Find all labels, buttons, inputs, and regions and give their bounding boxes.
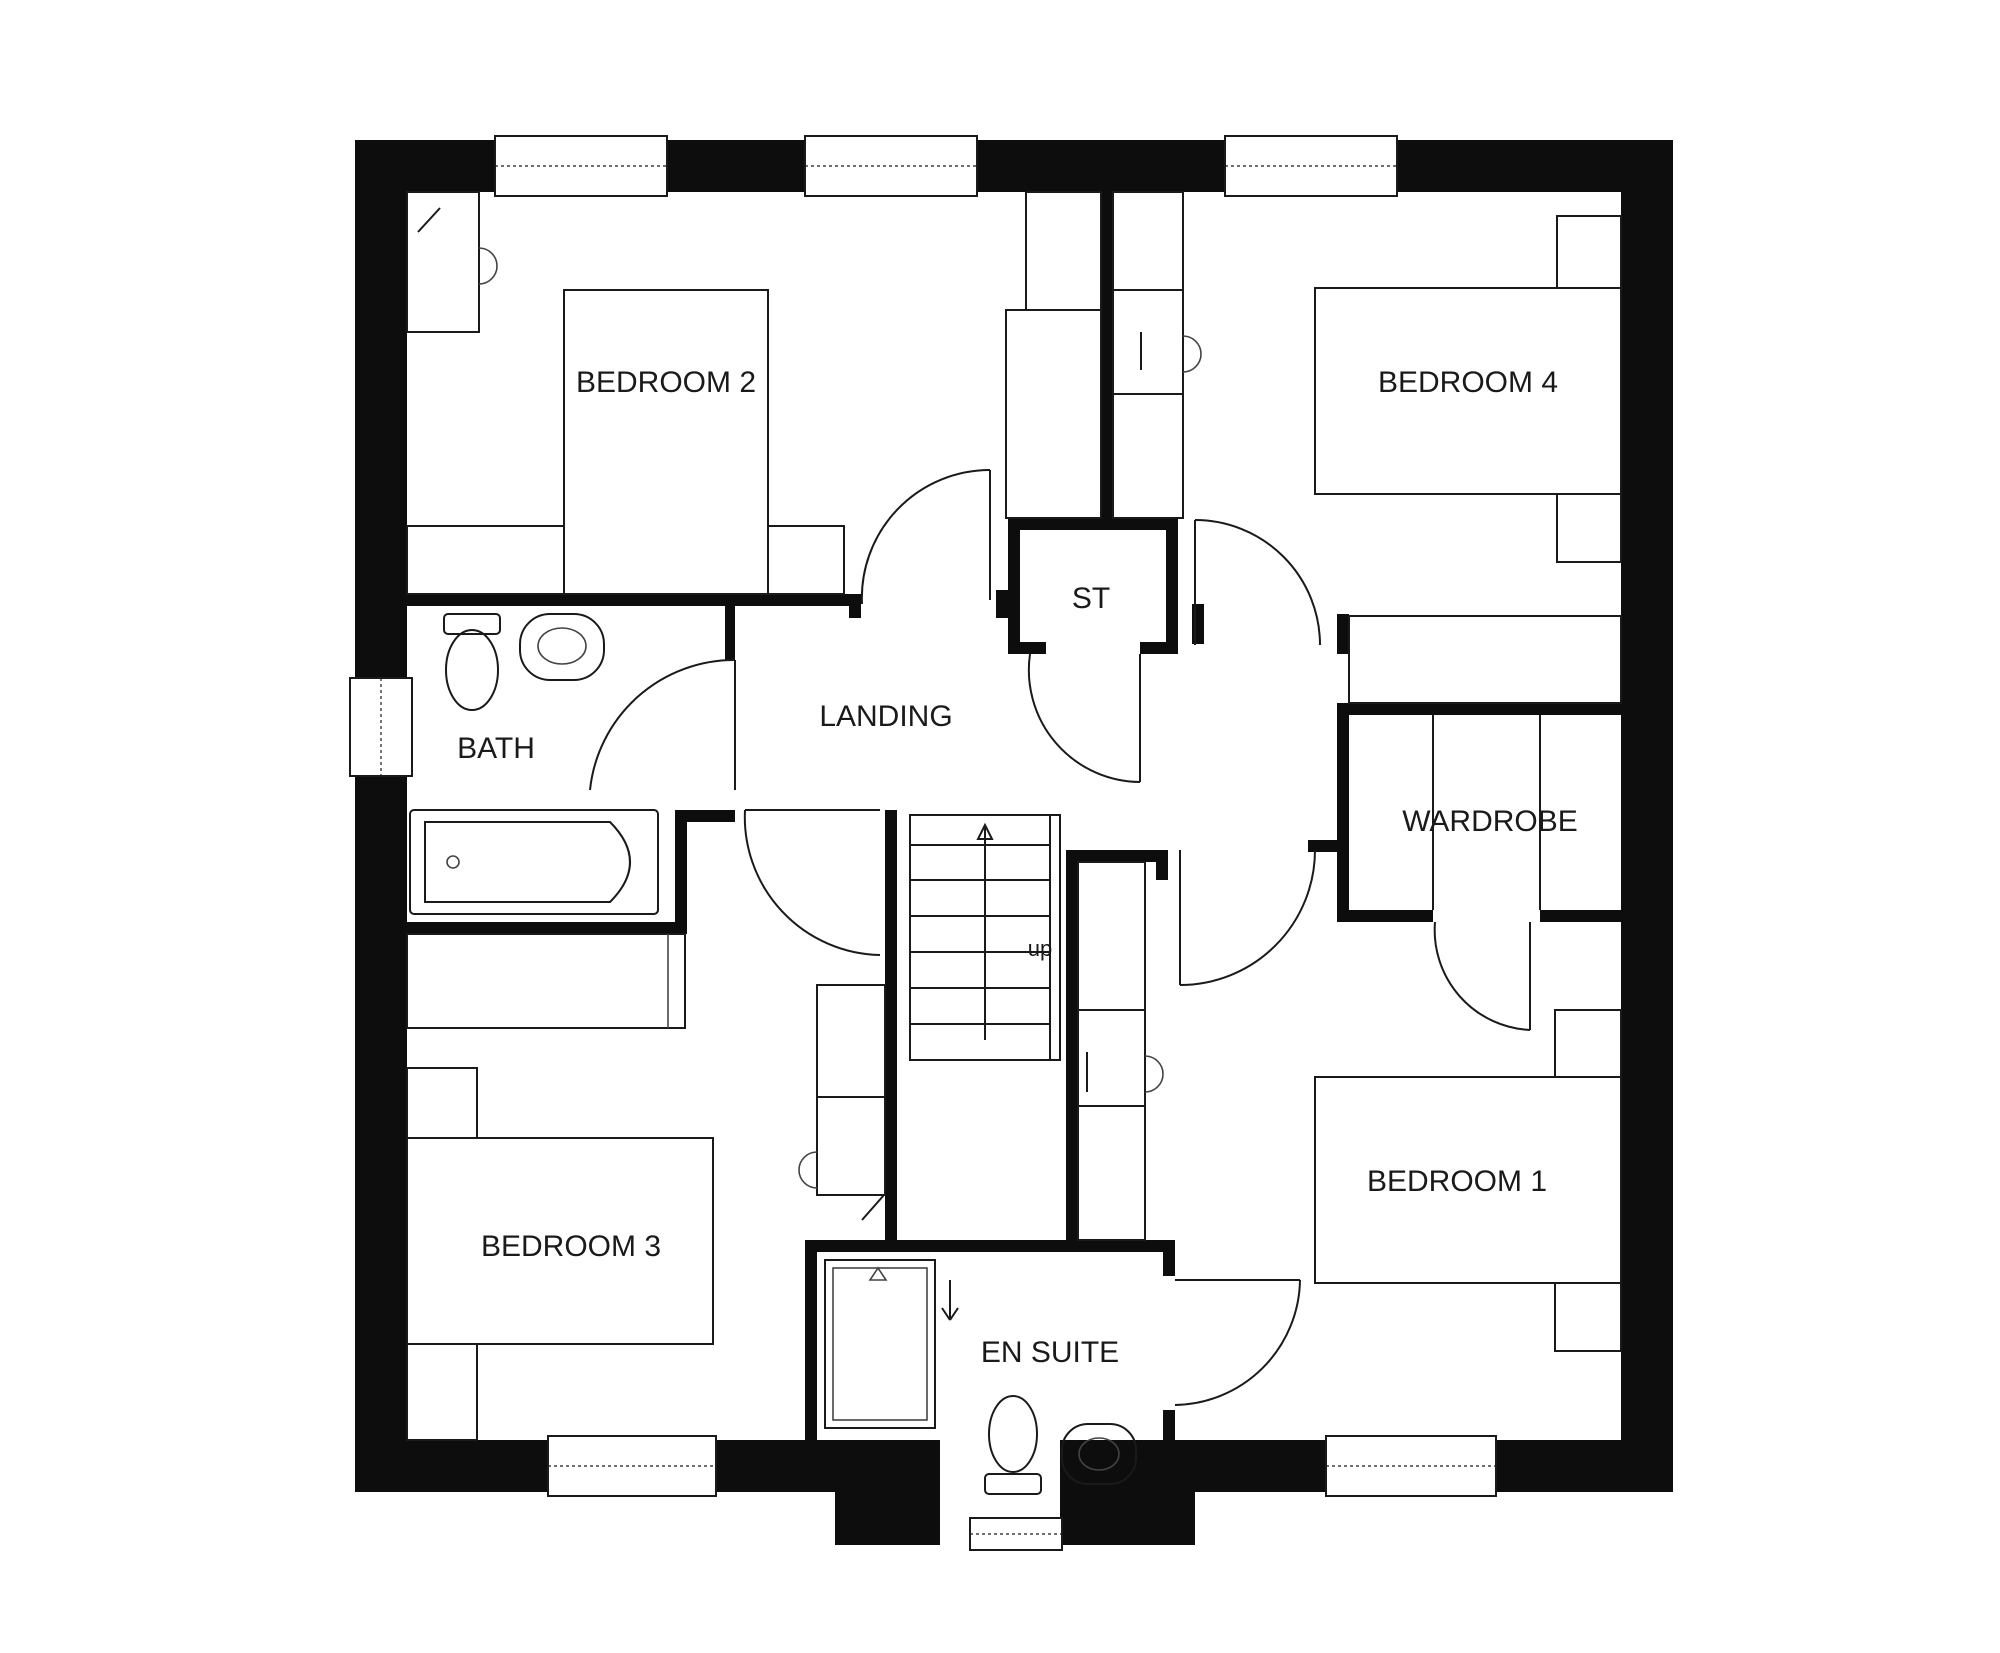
basin-bath <box>519 613 605 681</box>
label-bedroom-3: BEDROOM 3 <box>481 1230 661 1263</box>
windows <box>349 135 1497 1551</box>
outer-walls <box>355 140 1673 1545</box>
window-bedroom2-a <box>494 135 668 197</box>
label-landing: LANDING <box>819 700 952 733</box>
label-wardrobe: WARDROBE <box>1402 805 1578 838</box>
toilet-bath <box>443 613 501 635</box>
internal-walls <box>407 192 1621 1440</box>
bed-bedroom3 <box>406 1137 714 1345</box>
room-labels: BEDROOM 2 BEDROOM 4 ST LANDING BATH WARD… <box>457 366 1578 1369</box>
label-en-suite: EN SUITE <box>981 1336 1119 1369</box>
bed-bedroom1 <box>1314 1076 1622 1284</box>
label-st: ST <box>1072 582 1110 615</box>
bathtub <box>409 809 659 915</box>
window-ensuite <box>969 1517 1063 1551</box>
stair-up-label: up <box>1028 936 1052 961</box>
label-bedroom-2: BEDROOM 2 <box>576 366 756 399</box>
label-bedroom-1: BEDROOM 1 <box>1367 1165 1547 1198</box>
doors <box>589 468 1531 1406</box>
bed-bedroom4 <box>1314 287 1622 495</box>
window-bedroom1 <box>1325 1435 1497 1497</box>
toilet-ensuite <box>984 1473 1042 1495</box>
furniture <box>406 191 1622 1495</box>
bed-bedroom2 <box>563 289 769 595</box>
desk-bedroom2 <box>406 191 480 333</box>
label-bedroom-4: BEDROOM 4 <box>1378 366 1558 399</box>
shower-tray <box>824 1259 936 1429</box>
staircase: up <box>909 814 1061 1061</box>
basin-ensuite <box>1061 1423 1137 1485</box>
label-bath: BATH <box>457 732 535 765</box>
